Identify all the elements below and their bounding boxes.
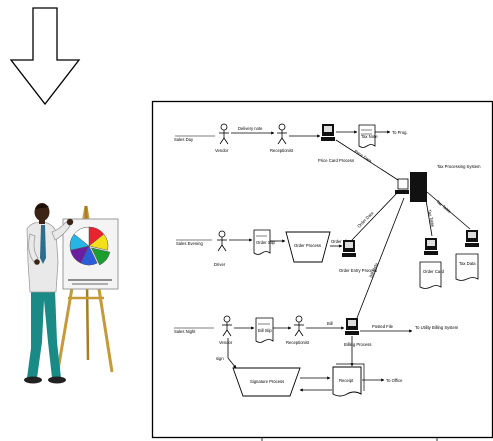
central-label: Tax Processing System — [437, 164, 481, 169]
connector-label-3: Bill Data — [368, 261, 379, 278]
row3-computer-label: Billing Process — [344, 342, 371, 347]
row1-doc-label: Tax Note — [361, 134, 378, 139]
bottom-doc-label: Receipt — [339, 378, 354, 383]
person-icon — [222, 315, 232, 337]
computer-icon — [321, 124, 335, 141]
terminal1-doc-label: Order Card — [423, 269, 445, 274]
row2-process-label: Order Process — [294, 243, 321, 248]
row1-step-label: Delivery note — [238, 126, 263, 131]
presenter-at-easel-icon — [24, 203, 119, 384]
diagram-row-1: Sales Day Vendor Delivery note Reception… — [174, 123, 408, 163]
connectors — [335, 139, 471, 319]
down-arrow-icon — [9, 7, 81, 106]
computer-icon — [345, 318, 359, 335]
row3-step-label: Bill — [327, 321, 333, 326]
bottom-doc-arrow-label: To Office — [386, 378, 403, 383]
person-icon — [294, 315, 304, 337]
row1-computer-label: Price Card Process — [318, 158, 354, 163]
computer-icon — [342, 240, 356, 257]
bottom-actor-note: sign — [216, 356, 224, 361]
document-icon — [358, 124, 376, 148]
document-icon — [332, 363, 365, 397]
side-terminal-2: Tax Data — [455, 230, 479, 281]
row3-output-to-label: To Utility Billing System — [415, 325, 459, 330]
manual-process-shape — [285, 231, 331, 263]
pie-slice — [88, 233, 109, 251]
person-icon — [277, 123, 287, 145]
person-icon — [219, 123, 229, 145]
signature-section: sign Signature Process Receipt To Office — [216, 336, 403, 397]
terminal2-doc-label: Tax Data — [459, 261, 476, 266]
pants — [27, 290, 61, 378]
row2-doc-label: Order Slip — [256, 240, 276, 245]
signature-process-shape — [232, 367, 301, 397]
person — [24, 203, 74, 384]
row1-actor2-label: Receptionist — [270, 148, 294, 153]
row3-doc-label: Bill Slip — [258, 328, 272, 333]
central-system: Tax Processing System — [395, 164, 481, 202]
document-icon — [419, 261, 442, 289]
row3-actor-label: Vendor — [219, 340, 233, 345]
diagram-row-2: Sales Evening Driver Order Slip Order Pr… — [176, 229, 377, 273]
person-icon — [217, 230, 227, 252]
row2-actor-label: Driver — [214, 262, 226, 267]
row2-start-label: Sales Evening — [176, 241, 203, 246]
document-icon — [255, 317, 274, 343]
document-icon — [253, 229, 271, 255]
computer-icon — [465, 230, 479, 247]
frame-ticks — [261, 437, 438, 441]
tower-icon — [410, 172, 427, 202]
row1-start-label: Sales Day — [174, 137, 194, 142]
row3-output-label: Posted File — [372, 324, 394, 329]
row2-arrow-label: Order slip — [331, 239, 350, 244]
row1-output-arrow-label: To Prog. — [392, 130, 408, 135]
row1-actor-label: Vendor — [215, 148, 229, 153]
diagram-row-3: Sales Night Vendor Bill Slip — [174, 315, 459, 347]
connector-label-4: Tax Table — [427, 209, 436, 228]
process-diagram: Sales Day Vendor Delivery note Reception… — [151, 100, 493, 441]
bottom-process-label: Signature Process — [250, 379, 284, 384]
pie-chart-icon — [69, 226, 111, 266]
computer-icon — [424, 238, 438, 255]
document-icon — [455, 253, 479, 281]
row2-computer-label: Order Entry Process — [339, 268, 377, 273]
row3-start-label: Sales Night — [174, 329, 196, 334]
row3-actor2-label: Receptionist — [286, 340, 310, 345]
pie-slice — [90, 247, 111, 266]
pie-slice — [73, 226, 90, 247]
side-terminal-1: Order Card — [419, 238, 445, 289]
